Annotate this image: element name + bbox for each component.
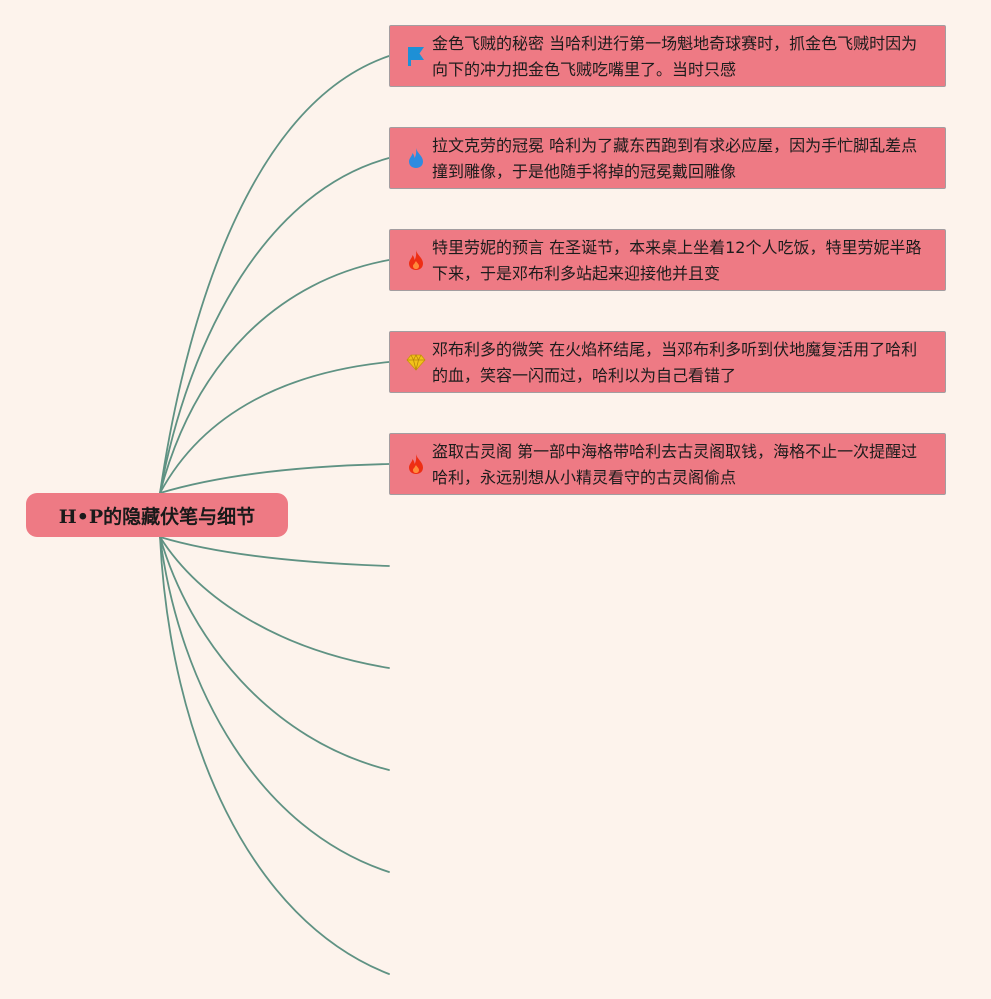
branch-connector-5: [159, 463, 390, 494]
branch-connector-1: [159, 55, 390, 494]
fire-icon: [404, 247, 428, 273]
branch-connector-6: [159, 536, 390, 567]
branch-connector-2: [159, 157, 390, 494]
central-topic-label: H•P的隐藏伏笔与细节: [58, 505, 256, 528]
topic-node-golden-snitch[interactable]: 金色飞贼的秘密 当哈利进行第一场魁地奇球赛时，抓金色飞贼时因为向下的冲力把金色飞…: [389, 25, 946, 87]
flag-icon: [404, 43, 428, 69]
central-topic[interactable]: H•P的隐藏伏笔与细节: [26, 493, 288, 537]
topic-text: 特里劳妮的预言 在圣诞节，本来桌上坐着12个人吃饭，特里劳妮半路下来，于是邓布利…: [432, 238, 922, 283]
blue-flame-icon: [404, 145, 428, 171]
topic-node-gringotts-robbery[interactable]: 盗取古灵阁 第一部中海格带哈利去古灵阁取钱，海格不止一次提醒过哈利，永远别想从小…: [389, 433, 946, 495]
diamond-icon: [404, 349, 428, 375]
branch-connector-8: [159, 536, 390, 771]
topic-text: 盗取古灵阁 第一部中海格带哈利去古灵阁取钱，海格不止一次提醒过哈利，永远别想从小…: [432, 442, 918, 487]
branch-connector-10: [159, 536, 390, 975]
topic-text: 金色飞贼的秘密 当哈利进行第一场魁地奇球赛时，抓金色飞贼时因为向下的冲力把金色飞…: [432, 34, 918, 79]
fire-icon: [404, 451, 428, 477]
branch-connector-4: [159, 361, 390, 494]
topic-node-trelawney-prophecy[interactable]: 特里劳妮的预言 在圣诞节，本来桌上坐着12个人吃饭，特里劳妮半路下来，于是邓布利…: [389, 229, 946, 291]
topic-text: 拉文克劳的冠冕 哈利为了藏东西跑到有求必应屋，因为手忙脚乱差点撞到雕像，于是他随…: [432, 136, 918, 181]
branch-connector-3: [159, 259, 390, 494]
topic-text: 邓布利多的微笑 在火焰杯结尾，当邓布利多听到伏地魔复活用了哈利的血，笑容一闪而过…: [432, 340, 918, 385]
topic-node-dumbledore-smile[interactable]: 邓布利多的微笑 在火焰杯结尾，当邓布利多听到伏地魔复活用了哈利的血，笑容一闪而过…: [389, 331, 946, 393]
branch-connector-7: [159, 536, 390, 669]
branch-connector-9: [159, 536, 390, 873]
topic-node-ravenclaw-diadem[interactable]: 拉文克劳的冠冕 哈利为了藏东西跑到有求必应屋，因为手忙脚乱差点撞到雕像，于是他随…: [389, 127, 946, 189]
